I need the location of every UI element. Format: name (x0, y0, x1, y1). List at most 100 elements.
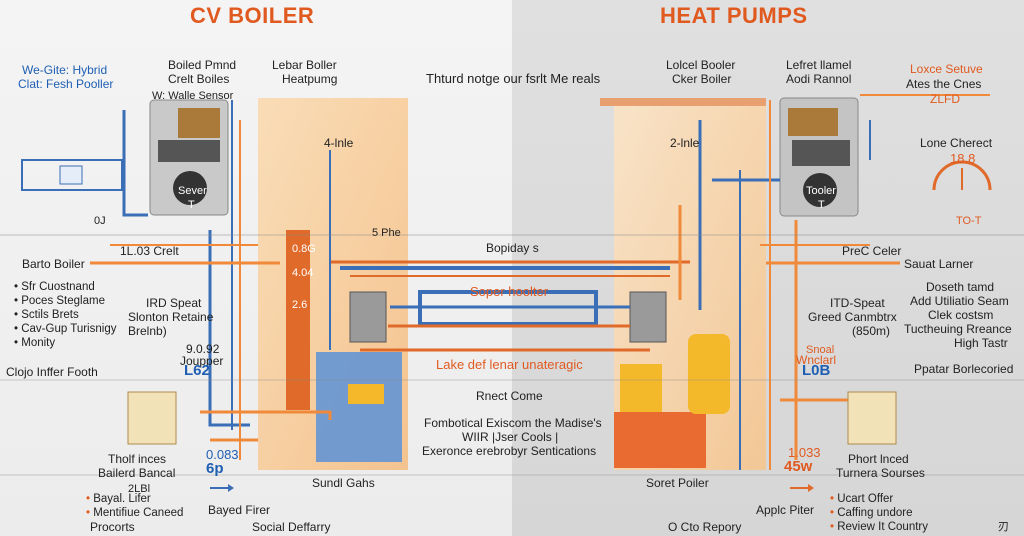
clojo-label: Clojo Inffer Footh (6, 365, 98, 379)
right-unit-sub: T (818, 199, 825, 211)
left-thermostat (127, 391, 177, 445)
pressure-gauge (932, 160, 992, 191)
popar-label: Ppatar Borlecoried (914, 362, 1014, 376)
fomb-3: Exeronce erebrobyr Sentications (422, 444, 597, 458)
tank-val-2: 4.04 (292, 267, 314, 279)
irfd-1: IRD Speat (146, 296, 202, 310)
phe-label: 5 Phe (372, 227, 401, 239)
cob-1: Tholf inces (108, 452, 167, 466)
sauat-label: Sauat Larner (904, 257, 974, 271)
barto-label: Barto Boiler (22, 257, 85, 271)
cob-val-2: 6p (206, 460, 224, 477)
left-valve (21, 159, 123, 191)
irfd-3: Brelnb) (128, 324, 167, 338)
prec-label: PreC Celer (842, 244, 902, 258)
left-unit-dial (173, 171, 207, 205)
top-left-line-2: Clat: Fesh Pooller (18, 77, 114, 91)
boiler-label-1: Boiled Pmnd (168, 58, 237, 72)
fomb-1: Fombotical Exiscom the Madise's (424, 416, 602, 430)
jouple-2: Joupper (180, 354, 224, 368)
rnect-label: Rnect Come (476, 389, 543, 403)
zlfd-label: ZLFD (930, 92, 960, 106)
left-bullet-list-b: Bayal. Lifer Mentifiue Caneed (86, 492, 183, 520)
left-unit-label: Sever (178, 185, 207, 197)
doseth-5: High Tastr (954, 336, 1008, 350)
social-label: Social Deffarry (252, 520, 331, 534)
lolcel-1: Lolcel Booler (666, 58, 736, 72)
cob-val-1: 0.083 (206, 447, 239, 462)
ito-1: ITD-Speat (830, 296, 885, 310)
lone-label: Lone Cherect (920, 136, 993, 150)
pw-val-1: 1.033 (788, 445, 821, 460)
doseth-2: Add Utiliatio Seam (910, 294, 1009, 308)
right-big-number: L0B (802, 362, 831, 379)
lebar-2: Heatpumg (282, 72, 338, 86)
left-pump (349, 291, 387, 343)
ito-3: (850m) (852, 324, 891, 338)
right-cylinder (688, 334, 730, 414)
lefret-2: Aodi Rannol (786, 72, 852, 86)
doseth-1: Doseth tamd (926, 280, 995, 294)
list-item: Ucart Offer (830, 492, 928, 506)
left-big-number: L62 (184, 362, 210, 379)
boiler-sub: W: Walle Sensor (152, 90, 234, 102)
boiler-label-2: Crelt Boiles (168, 72, 230, 86)
soper-label: Soper hoolter (470, 284, 549, 299)
doseth-4: Tuctheuing Rreance (904, 322, 1012, 336)
snoal-1: Snoal (806, 344, 835, 356)
phort-1: Phort lnced (848, 452, 909, 466)
applc-label: Applc Piter (756, 503, 815, 517)
list-item: Cav-Gup Turisnigy (14, 322, 116, 336)
list-item: Caffing undore (830, 506, 928, 520)
right-tank-label: 2-lnle (670, 136, 700, 150)
list-item: Poces Steglame (14, 294, 116, 308)
loxce-2: Ates the Cnes (906, 77, 982, 91)
list-item: Bayal. Lifer (86, 492, 183, 506)
lefret-1: Lefret llamel (786, 58, 852, 72)
list-item: Sctils Brets (14, 308, 116, 322)
left-tank (286, 230, 310, 410)
soret-label: Soret Poiler (646, 476, 709, 490)
procorts-label: Procorts (90, 520, 135, 534)
gauge-value: 18.8 (950, 151, 976, 166)
ito-2: Greed Canmbtrx (808, 310, 897, 324)
right-unit-dial (803, 173, 837, 207)
cob-2: Bailerd Bancal (98, 466, 176, 480)
tank-val-1: 0.8G (292, 243, 316, 255)
right-thermostat (847, 391, 897, 445)
right-unit-label: Tooler (806, 185, 836, 197)
list-item: Review It Country (830, 520, 928, 534)
tank-val-3: 2.6 (292, 299, 308, 311)
left-title: CV BOILER (190, 3, 315, 28)
phort-2: Turnera Sourses (836, 466, 925, 480)
to-t-label: TO-T (956, 215, 982, 227)
right-pump (629, 291, 667, 343)
doseth-3: Clek costsm (928, 308, 994, 322)
left-unit-sub: T (188, 199, 195, 211)
left-tank-label: 4-lnle (324, 136, 354, 150)
lebar-1: Lebar Boller (272, 58, 337, 72)
left-bullet-list-a: Sfr Cuostnand Poces Steglame Sctils Bret… (14, 280, 116, 350)
center-top-text: Thturd notge our fsrlt Me reals (426, 71, 601, 86)
loxce-1: Loxce Setuve (910, 62, 983, 76)
lake-label: Lake def lenar unateragic (436, 357, 583, 372)
pipe-top-label: Bopiday s (486, 241, 539, 255)
octo-label: O Cto Repory (668, 520, 742, 534)
corner-mark: 刃 (998, 521, 1009, 533)
right-heater-box (614, 412, 706, 468)
fomb-2: WIIR |Jser Cools | (462, 430, 559, 444)
jouple-1: 9.0.92 (186, 342, 220, 356)
bayed-label: Bayed Firer (208, 503, 271, 517)
right-bullet-list: Ucart Offer Caffing undore Review It Cou… (830, 492, 928, 534)
lolcel-2: Cker Boiler (672, 72, 732, 86)
top-left-line-1: We-Gite: Hybrid (22, 63, 108, 77)
left-water-tank (316, 352, 402, 462)
list-item: Monity (14, 336, 116, 350)
crelt-label: 1L.03 Crelt (120, 244, 179, 258)
right-title: HEAT PUMPS (660, 3, 808, 28)
left-code: 0J (94, 215, 106, 227)
snoal-2: Wnclarl (796, 353, 837, 367)
list-item: Sfr Cuostnand (14, 280, 116, 294)
pw-val-2: 45w (784, 458, 813, 475)
